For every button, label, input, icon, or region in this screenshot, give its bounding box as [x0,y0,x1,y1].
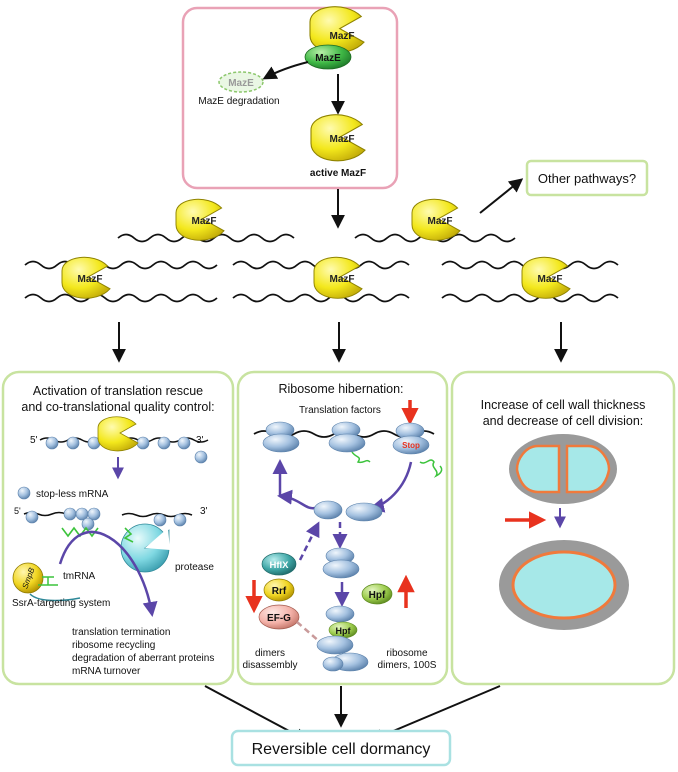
mazf-label-1: MazF [192,216,217,227]
free-subunits [313,500,383,522]
efg-dimer-dashed [296,621,321,643]
ribosome-dimers-2: dimers, 100S [378,660,437,671]
translating-ribosomes: Stop [262,421,443,478]
left-panel-title-1: Activation of translation rescue [33,384,203,398]
smpb-shape [12,562,44,594]
hpf-label-b: Hpf [336,626,352,636]
ribosome-dimers-1: ribosome [386,648,428,659]
stop-less-mrna: stop-less mRNA 5' 3' [14,486,208,538]
three-prime-a: 3' [196,435,204,446]
other-pathways-box [525,159,649,197]
dimer-disassembly-dashed-arrow [298,521,320,561]
other-pathways-label: Other pathways? [538,171,636,186]
protease-label: protease [175,562,214,573]
degradation-arrow [262,61,309,80]
mazf-label-2: MazF [428,216,453,227]
mrna-strand-1 [117,233,295,243]
left-outcomes: translation termination ribosome recycli… [72,627,214,677]
mazf-label-5: MazF [538,274,563,285]
recycle-arrow-left [277,489,316,510]
mrna-strand-8 [441,293,619,303]
associated-70s [322,547,360,579]
rrf-label: Rrf [272,586,287,597]
active-mazf-label: active MazF [310,168,366,179]
middle-panel-title: Ribosome hibernation: [278,382,403,396]
efg-shape [258,604,300,630]
ssra-purple-arrow [58,530,158,617]
left-panel-title-2: and co-translational quality control: [21,400,214,414]
outcome-2: ribosome recycling [72,640,155,651]
hpf-label-a: Hpf [369,590,386,601]
outcome-4: mRNA turnover [72,666,141,677]
ribosome-100s-dimer: Hpf [316,605,369,672]
mazf-label-complex: MazF [330,31,355,42]
stop-label: Stop [402,441,420,450]
translation-strip-a: 5' 3' [30,416,209,464]
right-panel-title-1: Increase of cell wall thickness [481,398,646,412]
rrf-shape [263,578,295,602]
hibernation-factors: HflX Rrf EF-G Hpf [258,552,393,630]
thick-cell-cytoplasm [511,550,617,620]
dimers-disassembly-1: dimers [255,648,285,659]
hpf-shape-a [361,583,393,605]
other-pathways-arrow [479,178,524,214]
dormancy-box [230,729,452,767]
five-prime-a: 5' [30,435,38,446]
maze-degraded-label: MazE [228,78,254,89]
dividing-cell [509,434,617,504]
ssra-label: SsrA-targeting system [12,598,110,609]
dormancy-label: Reversible cell dormancy [252,741,431,758]
maze-bound-shape [304,44,352,70]
active-mazf-inner-label: MazF [330,134,355,145]
tmrna-label: tmRNA [63,571,96,582]
thick-walled-cell [499,540,629,630]
hflx-label: HflX [270,560,290,571]
three-prime-b: 3' [200,506,208,517]
dimers-disassembly-2: disassembly [242,660,297,671]
mazf-label-4: MazF [330,274,355,285]
five-prime-b: 5' [14,506,21,516]
maze-degradation-label: MazE degradation [198,96,279,107]
mrna-strand-6 [24,293,218,303]
left-panel [1,370,235,686]
mrna-strand-7 [232,293,410,303]
outcome-3: degradation of aberrant proteins [72,653,214,664]
right-panel-title-2: and decrease of cell division: [483,414,644,428]
protease-icon [120,523,170,573]
mazf-label-3: MazF [78,274,103,285]
efg-label: EF-G [267,613,291,624]
mazf-on-mrna: MazF MazF MazF MazF MazF [61,198,571,299]
maze-degraded-shape [218,71,264,93]
mazf-maze-complex: MazF MazE [304,6,365,70]
stop-less-label: stop-less mRNA [36,489,109,500]
hflx-shape [261,552,297,576]
mrna-strand-3 [24,260,218,270]
ssra-system: SmpB tmRNA SsrA-targeting system [12,530,158,617]
maze-bound-label: MazE [315,53,341,64]
translation-factors-label: Translation factors [299,405,381,416]
outcome-1: translation termination [72,627,170,638]
